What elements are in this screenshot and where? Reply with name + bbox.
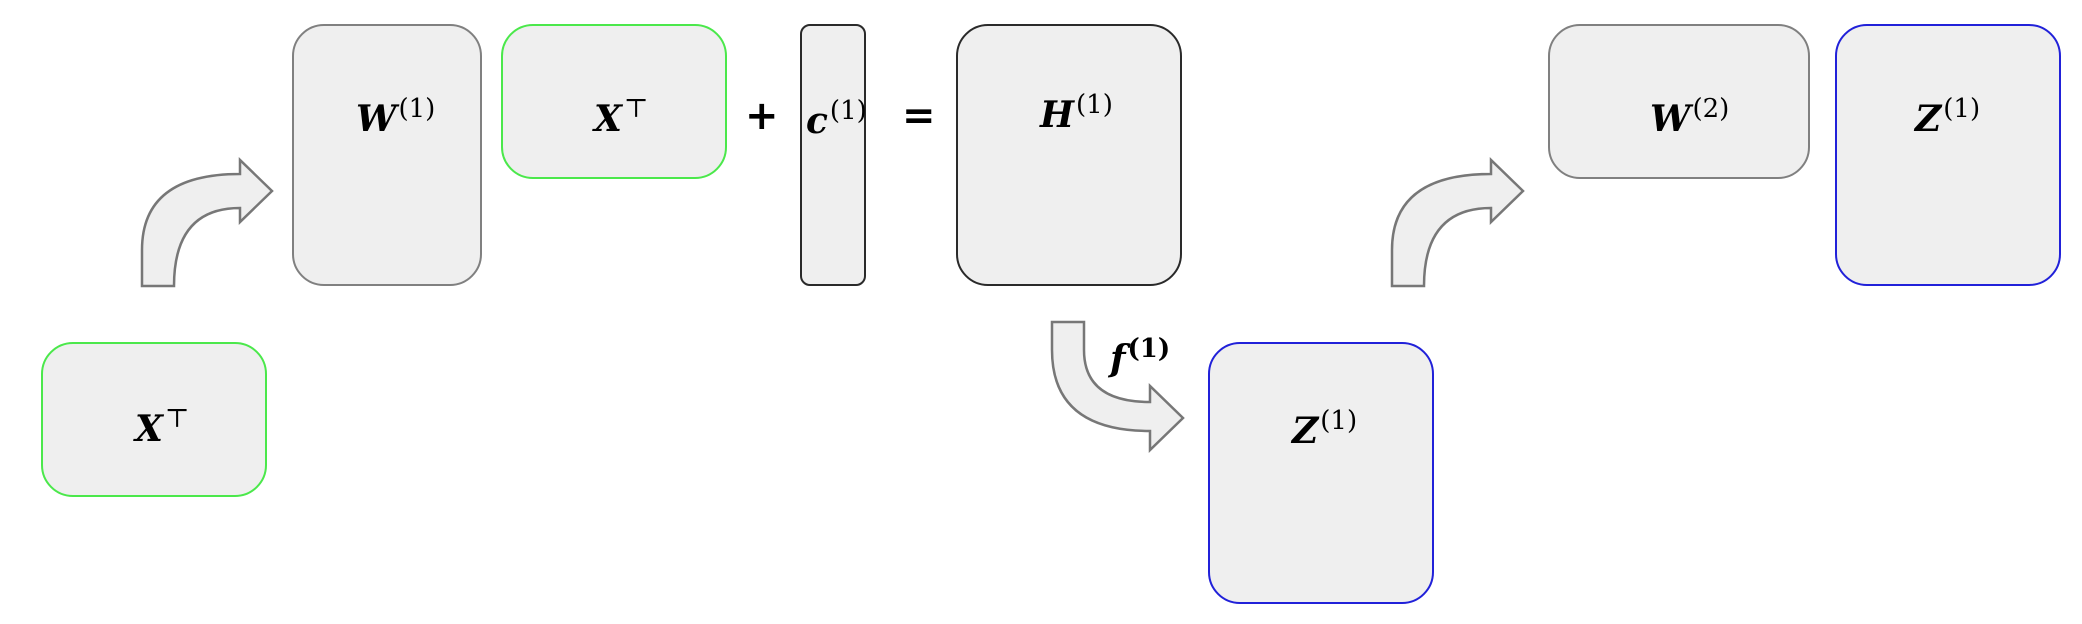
w2-sup: (2) <box>1692 94 1730 124</box>
xt-label: X⊤ <box>594 96 648 137</box>
f1-base: f <box>1110 338 1126 380</box>
curved-arrow-icon <box>140 157 274 288</box>
w2-base: W <box>1650 98 1691 140</box>
input-xt-base: X <box>135 408 163 450</box>
h1-sup: (1) <box>1076 90 1113 120</box>
z1-top-label: Z(1) <box>1915 96 1980 137</box>
xt-sup: ⊤ <box>623 94 649 124</box>
input-xt-sup: ⊤ <box>164 404 190 434</box>
input-xt-matrix-box <box>41 342 267 497</box>
f1-activation-label: f(1) <box>1110 336 1170 377</box>
c1-base: c <box>806 100 828 142</box>
w1-sup: (1) <box>398 94 436 124</box>
z1-top-base: Z <box>1915 98 1942 140</box>
h1-base: H <box>1040 94 1075 136</box>
c1-vector-box <box>800 24 866 286</box>
f1-sup: (1) <box>1127 334 1171 364</box>
z1-bottom-label: Z(1) <box>1292 408 1357 449</box>
plus-sign: + <box>745 93 779 139</box>
w1-label: W(1) <box>356 96 435 137</box>
z1-bottom-base: Z <box>1292 410 1319 452</box>
w2-label: W(2) <box>1650 96 1729 137</box>
w1-matrix-box <box>292 24 482 286</box>
curved-arrow-icon <box>1050 320 1185 453</box>
curved-arrow-icon <box>1390 157 1525 288</box>
xt-matrix-box <box>501 24 727 179</box>
z1-top-sup: (1) <box>1943 94 1981 124</box>
equals-sign: = <box>902 93 936 139</box>
h1-label: H(1) <box>1040 92 1113 133</box>
c1-label: c(1) <box>806 98 867 139</box>
z1-bottom-matrix-box <box>1208 342 1434 604</box>
z1-bottom-sup: (1) <box>1320 406 1358 436</box>
h1-matrix-box <box>956 24 1182 286</box>
z1-top-matrix-box <box>1835 24 2061 286</box>
w1-base: W <box>356 98 397 140</box>
w2-matrix-box <box>1548 24 1810 179</box>
input-xt-label: X⊤ <box>135 406 189 447</box>
c1-sup: (1) <box>829 96 867 126</box>
xt-base: X <box>594 98 622 140</box>
